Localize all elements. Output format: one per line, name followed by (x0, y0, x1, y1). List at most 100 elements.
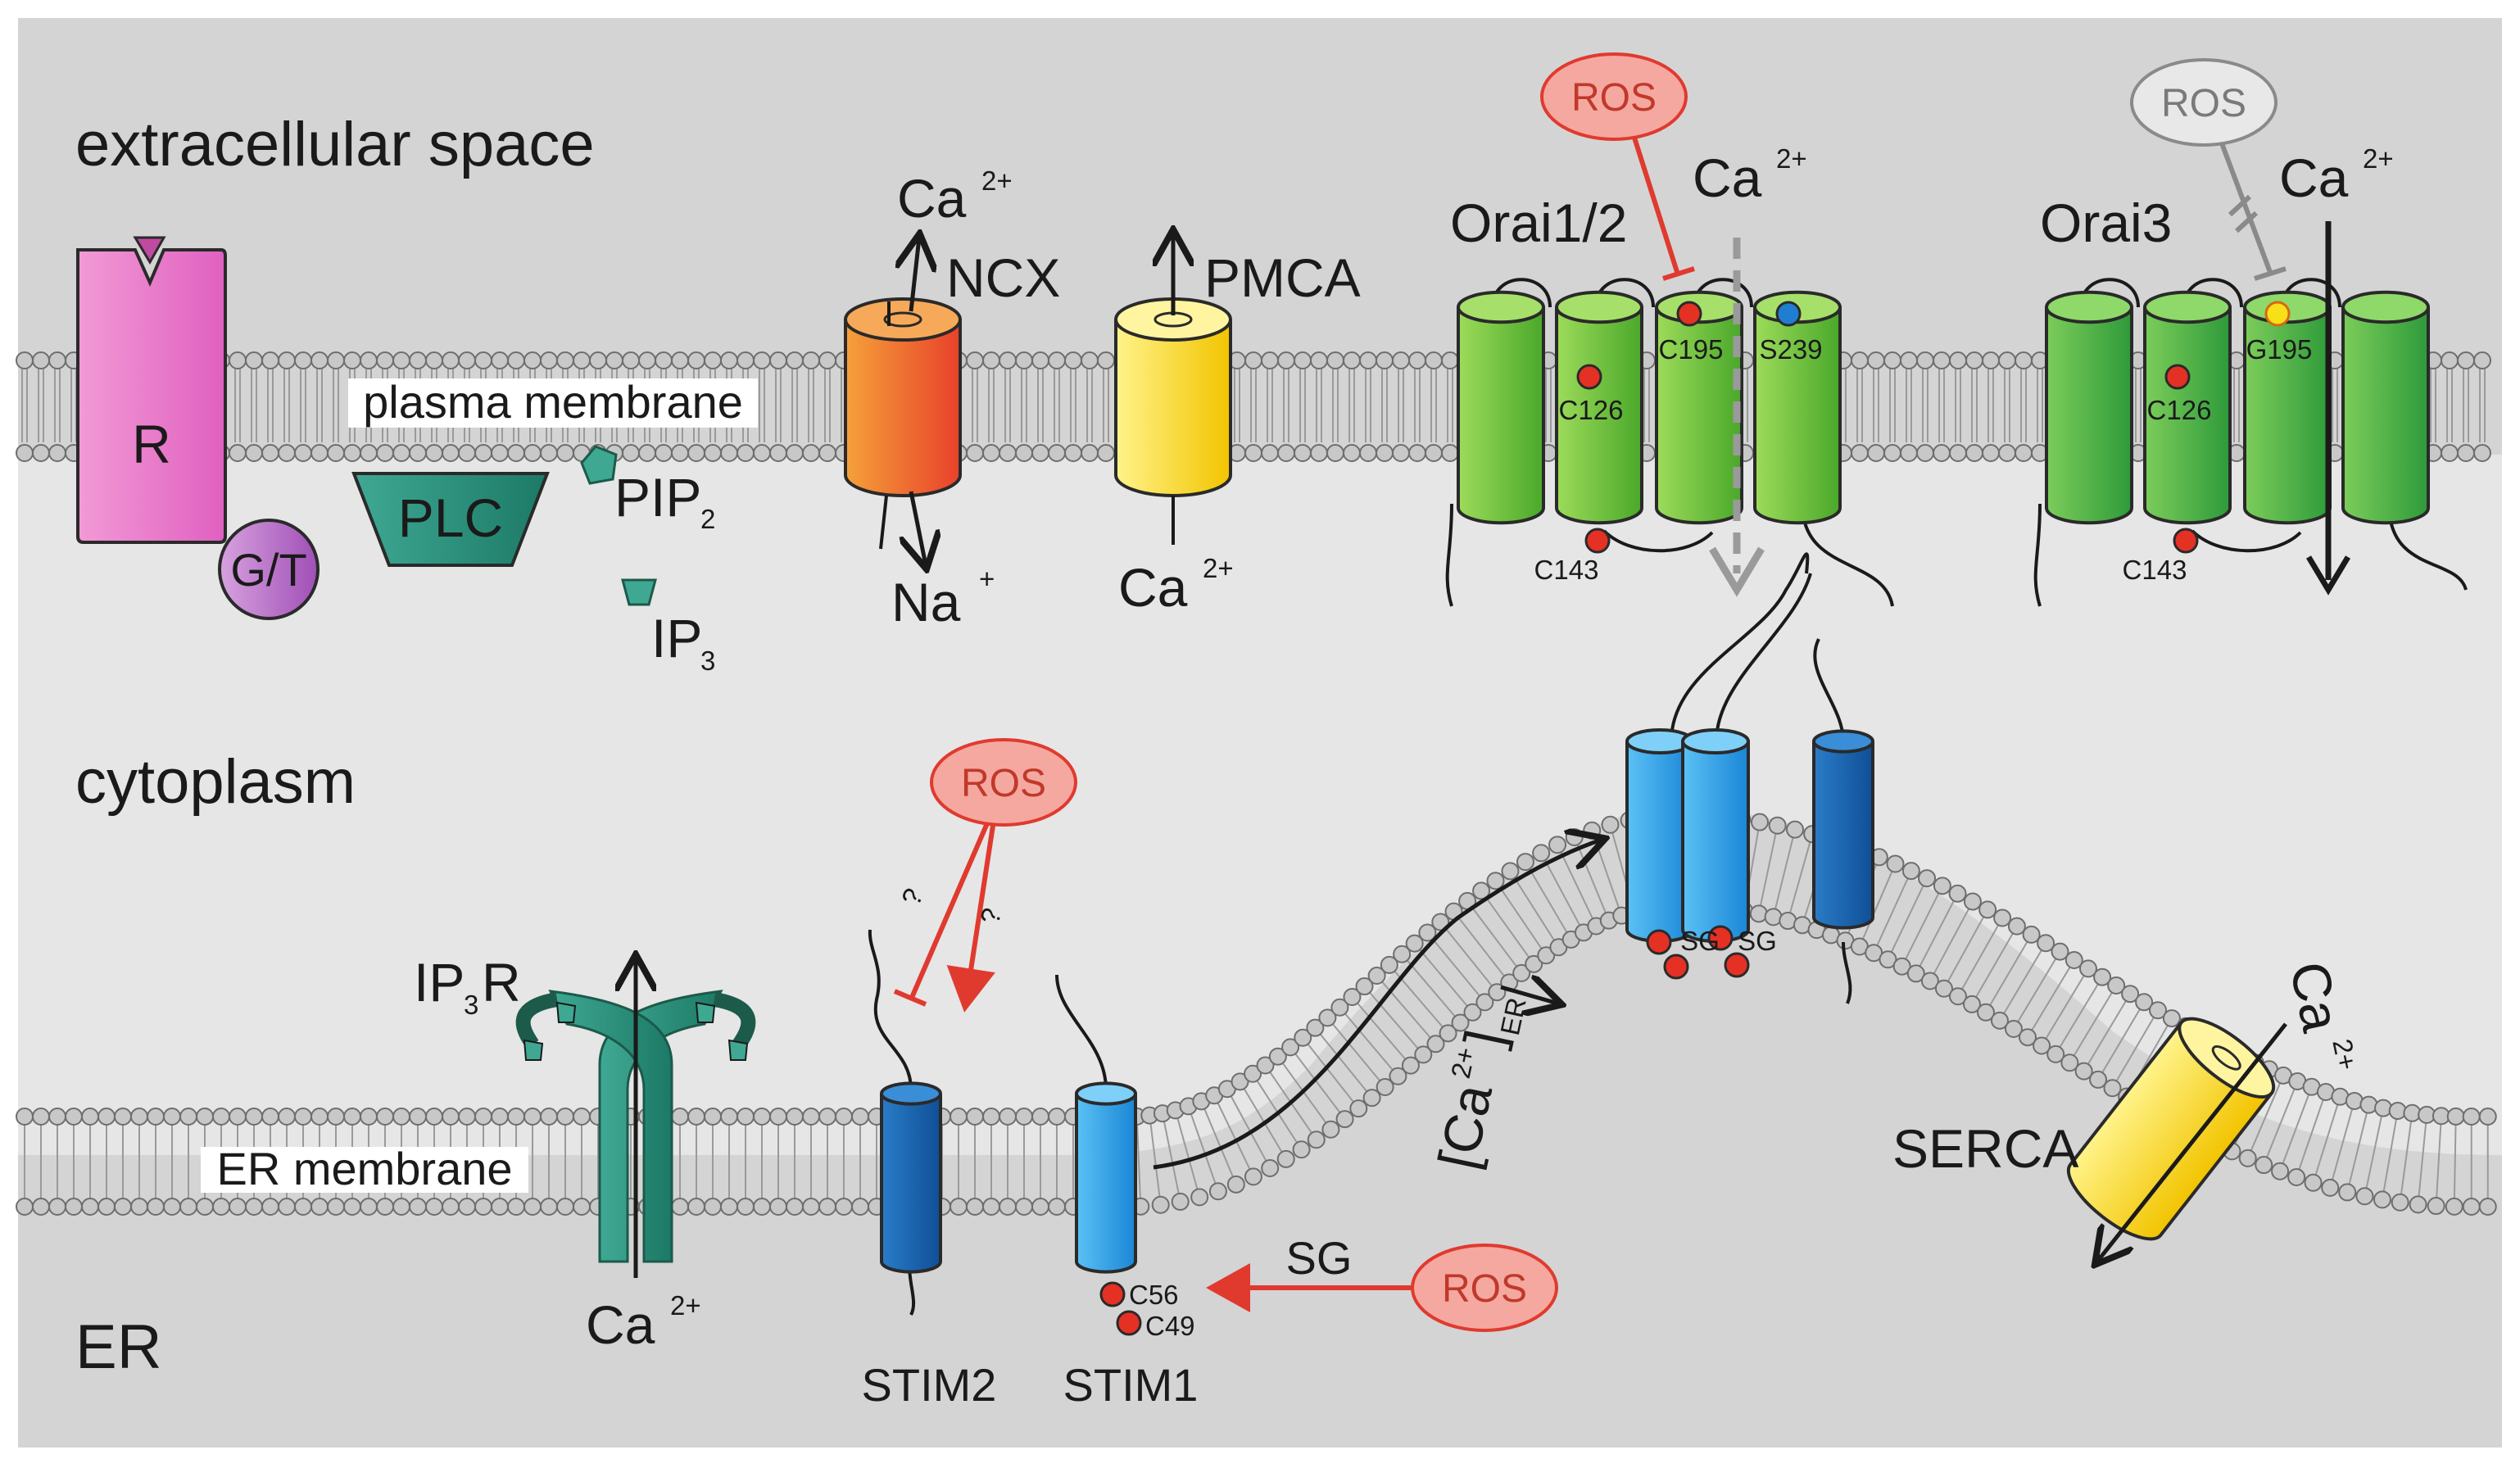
stim1-helix (1075, 1081, 1137, 1274)
ip3r-ca-superscript: 2+ (670, 1290, 701, 1321)
sg-right-label: SG (1738, 926, 1777, 956)
orai12-helix-2 (1555, 290, 1643, 525)
sg-cys-1 (1646, 929, 1672, 955)
er-ca-superscript: 2+ (1445, 1044, 1481, 1081)
stim2-protein: STIM2 (862, 929, 997, 1411)
orai12-ca-label: Ca (1693, 147, 1762, 208)
stim1-label: STIM1 (1063, 1359, 1199, 1411)
serca-transport-arrow (2097, 1022, 2287, 1262)
er-calcium-label: [Ca 2+ ] ER (1426, 995, 1531, 1173)
region-label-cytoplasm: cytoplasm (75, 747, 356, 817)
orai3-ca-label: Ca (2279, 147, 2349, 208)
c195-label: C195 (1659, 334, 1724, 365)
c126-label: C126 (1559, 395, 1624, 425)
orai3-ca-superscript: 2+ (2363, 143, 2394, 174)
ip3-icon (621, 578, 657, 606)
ip3-label: IP (651, 608, 702, 668)
plasma-membrane-label: plasma membrane (363, 376, 743, 428)
pmca-ca-superscript: 2+ (1203, 553, 1234, 583)
receptor-label: R (132, 414, 171, 474)
stim1-translocation-arrow (1153, 840, 1602, 1170)
ip3-bound-icon-2 (523, 1039, 544, 1061)
orai3-c143-label: C143 (2123, 555, 2187, 585)
c195-residue (1676, 301, 1702, 327)
c49-label: C49 (1145, 1311, 1195, 1341)
ncx-na-label: Na (891, 572, 961, 632)
pip2-subscript: 2 (700, 504, 715, 534)
stim1-oligomer-helix-2 (1681, 728, 1750, 943)
c126-residue (1576, 364, 1602, 390)
orai12-helix-3 (1655, 290, 1743, 525)
s239-residue (1775, 301, 1802, 327)
g195-residue (2264, 301, 2291, 327)
orai3-helix-3 (2243, 290, 2332, 525)
ip3r-ip-label: IP (414, 952, 465, 1013)
serca-ca-label-group: Ca 2+ (2278, 957, 2363, 1073)
plasma-membrane-label-bg (348, 378, 758, 428)
ncx-na-superscript: + (979, 564, 995, 594)
g-protein: G/T (218, 519, 320, 620)
orai3-helix-1 (2045, 290, 2133, 525)
orai12-label: Orai1/2 (1450, 193, 1627, 253)
g-protein-label: G/T (230, 544, 306, 596)
ip3-subscript: 3 (700, 646, 715, 676)
stim2-helix (880, 1081, 942, 1274)
pip2-icon (580, 445, 618, 485)
c143-label: C143 (1534, 555, 1599, 585)
sg-cys-4 (1724, 952, 1750, 978)
ip3r-ca-label: Ca (586, 1294, 655, 1355)
ip3r-r-label: R (482, 952, 521, 1013)
orai3-channel: G195 C126 C143 Ca 2+ Orai3 ROS (2033, 58, 2468, 607)
c143-residue (1584, 528, 1611, 554)
region-label-er: ER (75, 1312, 162, 1382)
pip2-label: PIP (614, 467, 701, 528)
stim1-oligomer: SG SG (1625, 552, 1874, 1004)
ros-stim-top-label: ROS (961, 762, 1046, 805)
ros-stim-bottom-label: ROS (1442, 1267, 1527, 1311)
serca-pump (2066, 1017, 2276, 1241)
orai12-helix-4 (1753, 290, 1842, 525)
pmca-pump: PMCA Ca 2+ (1114, 233, 1361, 618)
ncx-label: NCX (946, 247, 1060, 308)
stim1-protein: C56 C49 STIM1 (1055, 974, 1199, 1411)
c56-label: C56 (1129, 1280, 1179, 1310)
stim2-label: STIM2 (862, 1359, 997, 1411)
ros-badge-orai12 (1540, 52, 1688, 141)
receptor: R (76, 236, 227, 544)
serca-ca-superscript: 2+ (2327, 1036, 2363, 1072)
orai1-2-channel: C195 S239 C126 C143 Ca 2+ Orai1/2 ROS (1445, 52, 1894, 607)
pip2: PIP 2 (580, 445, 715, 534)
er-membrane-label-bg (201, 1147, 528, 1193)
orai3-c143-residue (2173, 528, 2199, 554)
ligand-icon (133, 236, 166, 265)
sg-cys-3 (1707, 925, 1734, 951)
ip3-bound-icon-4 (727, 1039, 749, 1061)
serca-label: SERCA (1892, 1118, 2078, 1179)
ip3-bound-icon-1 (555, 1001, 577, 1023)
orai3-helix-2 (2143, 290, 2232, 525)
pmca-ca-label: Ca (1118, 557, 1188, 618)
orai12-ca-superscript: 2+ (1776, 143, 1807, 174)
orai3-label: Orai3 (2040, 193, 2172, 253)
pmca-label: PMCA (1204, 247, 1361, 308)
orai3-c126-label: C126 (2147, 395, 2212, 425)
c56-residue (1099, 1281, 1126, 1307)
orai3-helix-4 (2341, 290, 2430, 525)
ncx-ca-superscript: 2+ (981, 165, 1013, 196)
ros-badge-orai3 (2130, 58, 2278, 147)
serca-ca-label: Ca (2278, 957, 2352, 1037)
region-label-extracellular: extracellular space (75, 110, 595, 179)
ros-stim-top: ROS ? ? (893, 738, 1077, 1013)
sg-left-label: SG (1680, 926, 1720, 956)
orai12-helix-1 (1457, 290, 1545, 525)
sg-arrow-label: SG (1286, 1232, 1353, 1284)
ros-orai3-label: ROS (2161, 82, 2246, 125)
ncx-exchanger: Ca 2+ NCX Na + (844, 165, 1060, 632)
g195-label: G195 (2246, 334, 2313, 365)
s239-label: S239 (1759, 334, 1822, 365)
ros-orai12-label: ROS (1571, 76, 1657, 120)
ip3: IP 3 (621, 578, 715, 676)
ip3-receptor: IP 3 R Ca 2+ (414, 952, 756, 1355)
orai3-c126-residue (2164, 364, 2191, 390)
